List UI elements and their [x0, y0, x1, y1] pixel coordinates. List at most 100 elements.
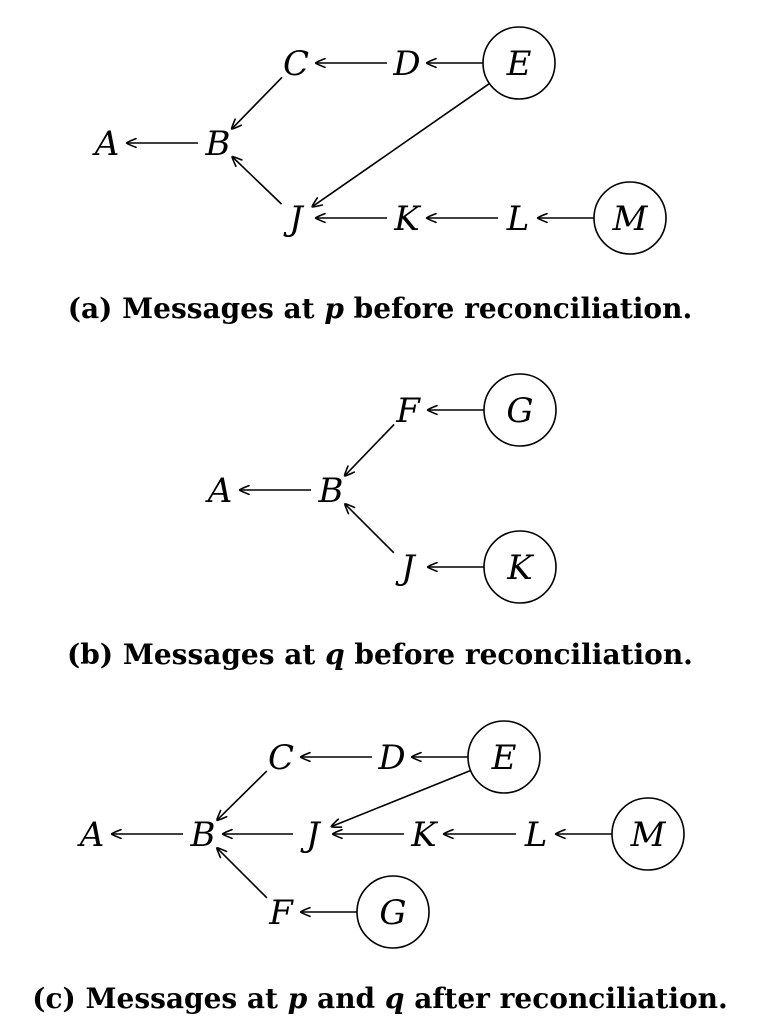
- edge-line: [331, 769, 471, 828]
- node-label: D: [377, 738, 405, 778]
- caption-a: (a) Messages at p before reconciliation.: [68, 292, 692, 325]
- edge-line: [311, 82, 490, 208]
- node-label: F: [268, 893, 294, 933]
- node-label: E: [491, 738, 517, 778]
- caption-b: (b) Messages at q before reconciliation.: [67, 638, 693, 671]
- caption-c: (c) Messages at p and q after reconcilia…: [32, 982, 728, 1015]
- node-J: J: [283, 199, 305, 239]
- node-L: L: [524, 815, 548, 855]
- arrowhead-icon: [125, 137, 137, 149]
- node-circle: [593, 181, 667, 255]
- node-D: D: [392, 44, 420, 84]
- node-A: A: [92, 124, 120, 164]
- node-circle: [483, 373, 557, 447]
- node-circle: [356, 875, 430, 949]
- edge-F-to-B: [343, 423, 395, 477]
- edge-J-to-B: [221, 828, 293, 840]
- node-label: J: [283, 199, 305, 239]
- arrowhead-icon: [314, 57, 326, 69]
- edge-F-to-B: [216, 847, 268, 899]
- node-label: M: [612, 199, 649, 239]
- edge-D-to-C: [299, 751, 372, 763]
- node-label: J: [300, 815, 322, 855]
- caption-a-prefix: (a) Messages at: [68, 292, 325, 325]
- arrowhead-icon: [425, 212, 437, 224]
- arrowhead-icon: [410, 751, 422, 763]
- edge-B-to-A: [110, 828, 183, 840]
- edge-G-to-F: [426, 404, 484, 416]
- caption-c-suffix: after reconciliation.: [404, 982, 727, 1015]
- node-K: K: [483, 530, 557, 604]
- edge-G-to-F: [299, 906, 357, 918]
- node-label: C: [268, 738, 294, 778]
- caption-c-var2: q: [385, 982, 405, 1015]
- edge-line: [231, 76, 283, 130]
- edge-line: [344, 423, 395, 477]
- edge-line: [216, 770, 268, 821]
- arrowhead-icon: [425, 57, 437, 69]
- figure-c: A B C D E J K L M F G: [77, 720, 685, 949]
- arrowhead-icon: [110, 828, 122, 840]
- edge-line: [231, 156, 283, 205]
- node-B: B: [190, 815, 216, 855]
- node-E: E: [467, 720, 541, 794]
- node-A: A: [77, 815, 105, 855]
- edge-line: [216, 847, 268, 899]
- caption-a-suffix: before reconciliation.: [344, 292, 692, 325]
- node-B: B: [318, 471, 344, 511]
- arrowhead-icon: [299, 751, 311, 763]
- node-label: B: [205, 124, 231, 164]
- node-F: F: [268, 893, 294, 933]
- edge-C-to-B: [230, 76, 283, 130]
- node-D: D: [377, 738, 405, 778]
- node-J: J: [395, 548, 417, 588]
- node-circle: [467, 720, 541, 794]
- node-E: E: [482, 26, 556, 100]
- arrowhead-icon: [216, 847, 228, 859]
- node-label: K: [410, 815, 439, 855]
- arrowhead-icon: [442, 828, 454, 840]
- arrowhead-icon: [343, 465, 356, 477]
- node-G: G: [356, 875, 430, 949]
- edge-D-to-C: [314, 57, 387, 69]
- node-G: G: [483, 373, 557, 447]
- node-label: B: [318, 471, 344, 511]
- node-label: A: [92, 124, 120, 164]
- edge-E-to-J: [330, 769, 471, 828]
- edge-J-to-B: [344, 503, 395, 554]
- node-K: K: [410, 815, 439, 855]
- node-label: K: [506, 548, 535, 588]
- edge-E-to-D: [410, 751, 468, 763]
- arrowhead-icon: [221, 828, 233, 840]
- arrowhead-icon: [299, 906, 311, 918]
- arrowhead-icon: [344, 503, 356, 515]
- node-label: K: [393, 199, 422, 239]
- node-label: L: [506, 199, 530, 239]
- edge-K-to-J: [314, 212, 387, 224]
- arrowhead-icon: [330, 818, 343, 828]
- node-M: M: [611, 797, 685, 871]
- node-circle: [482, 26, 556, 100]
- edge-C-to-B: [216, 770, 268, 822]
- node-circle: [483, 530, 557, 604]
- arrowhead-icon: [314, 212, 326, 224]
- caption-a-var: p: [324, 292, 344, 325]
- node-L: L: [506, 199, 530, 239]
- node-C: C: [268, 738, 294, 778]
- node-K: K: [393, 199, 422, 239]
- node-label: A: [77, 815, 105, 855]
- node-label: J: [395, 548, 417, 588]
- edge-L-to-K: [425, 212, 498, 224]
- node-label: E: [506, 44, 532, 84]
- node-label: D: [392, 44, 420, 84]
- edge-M-to-L: [554, 828, 612, 840]
- edge-L-to-K: [442, 828, 516, 840]
- node-circle: [611, 797, 685, 871]
- node-label: C: [283, 44, 309, 84]
- arrowhead-icon: [426, 561, 438, 573]
- arrowhead-icon: [331, 828, 343, 840]
- node-label: G: [506, 391, 533, 431]
- node-B: B: [205, 124, 231, 164]
